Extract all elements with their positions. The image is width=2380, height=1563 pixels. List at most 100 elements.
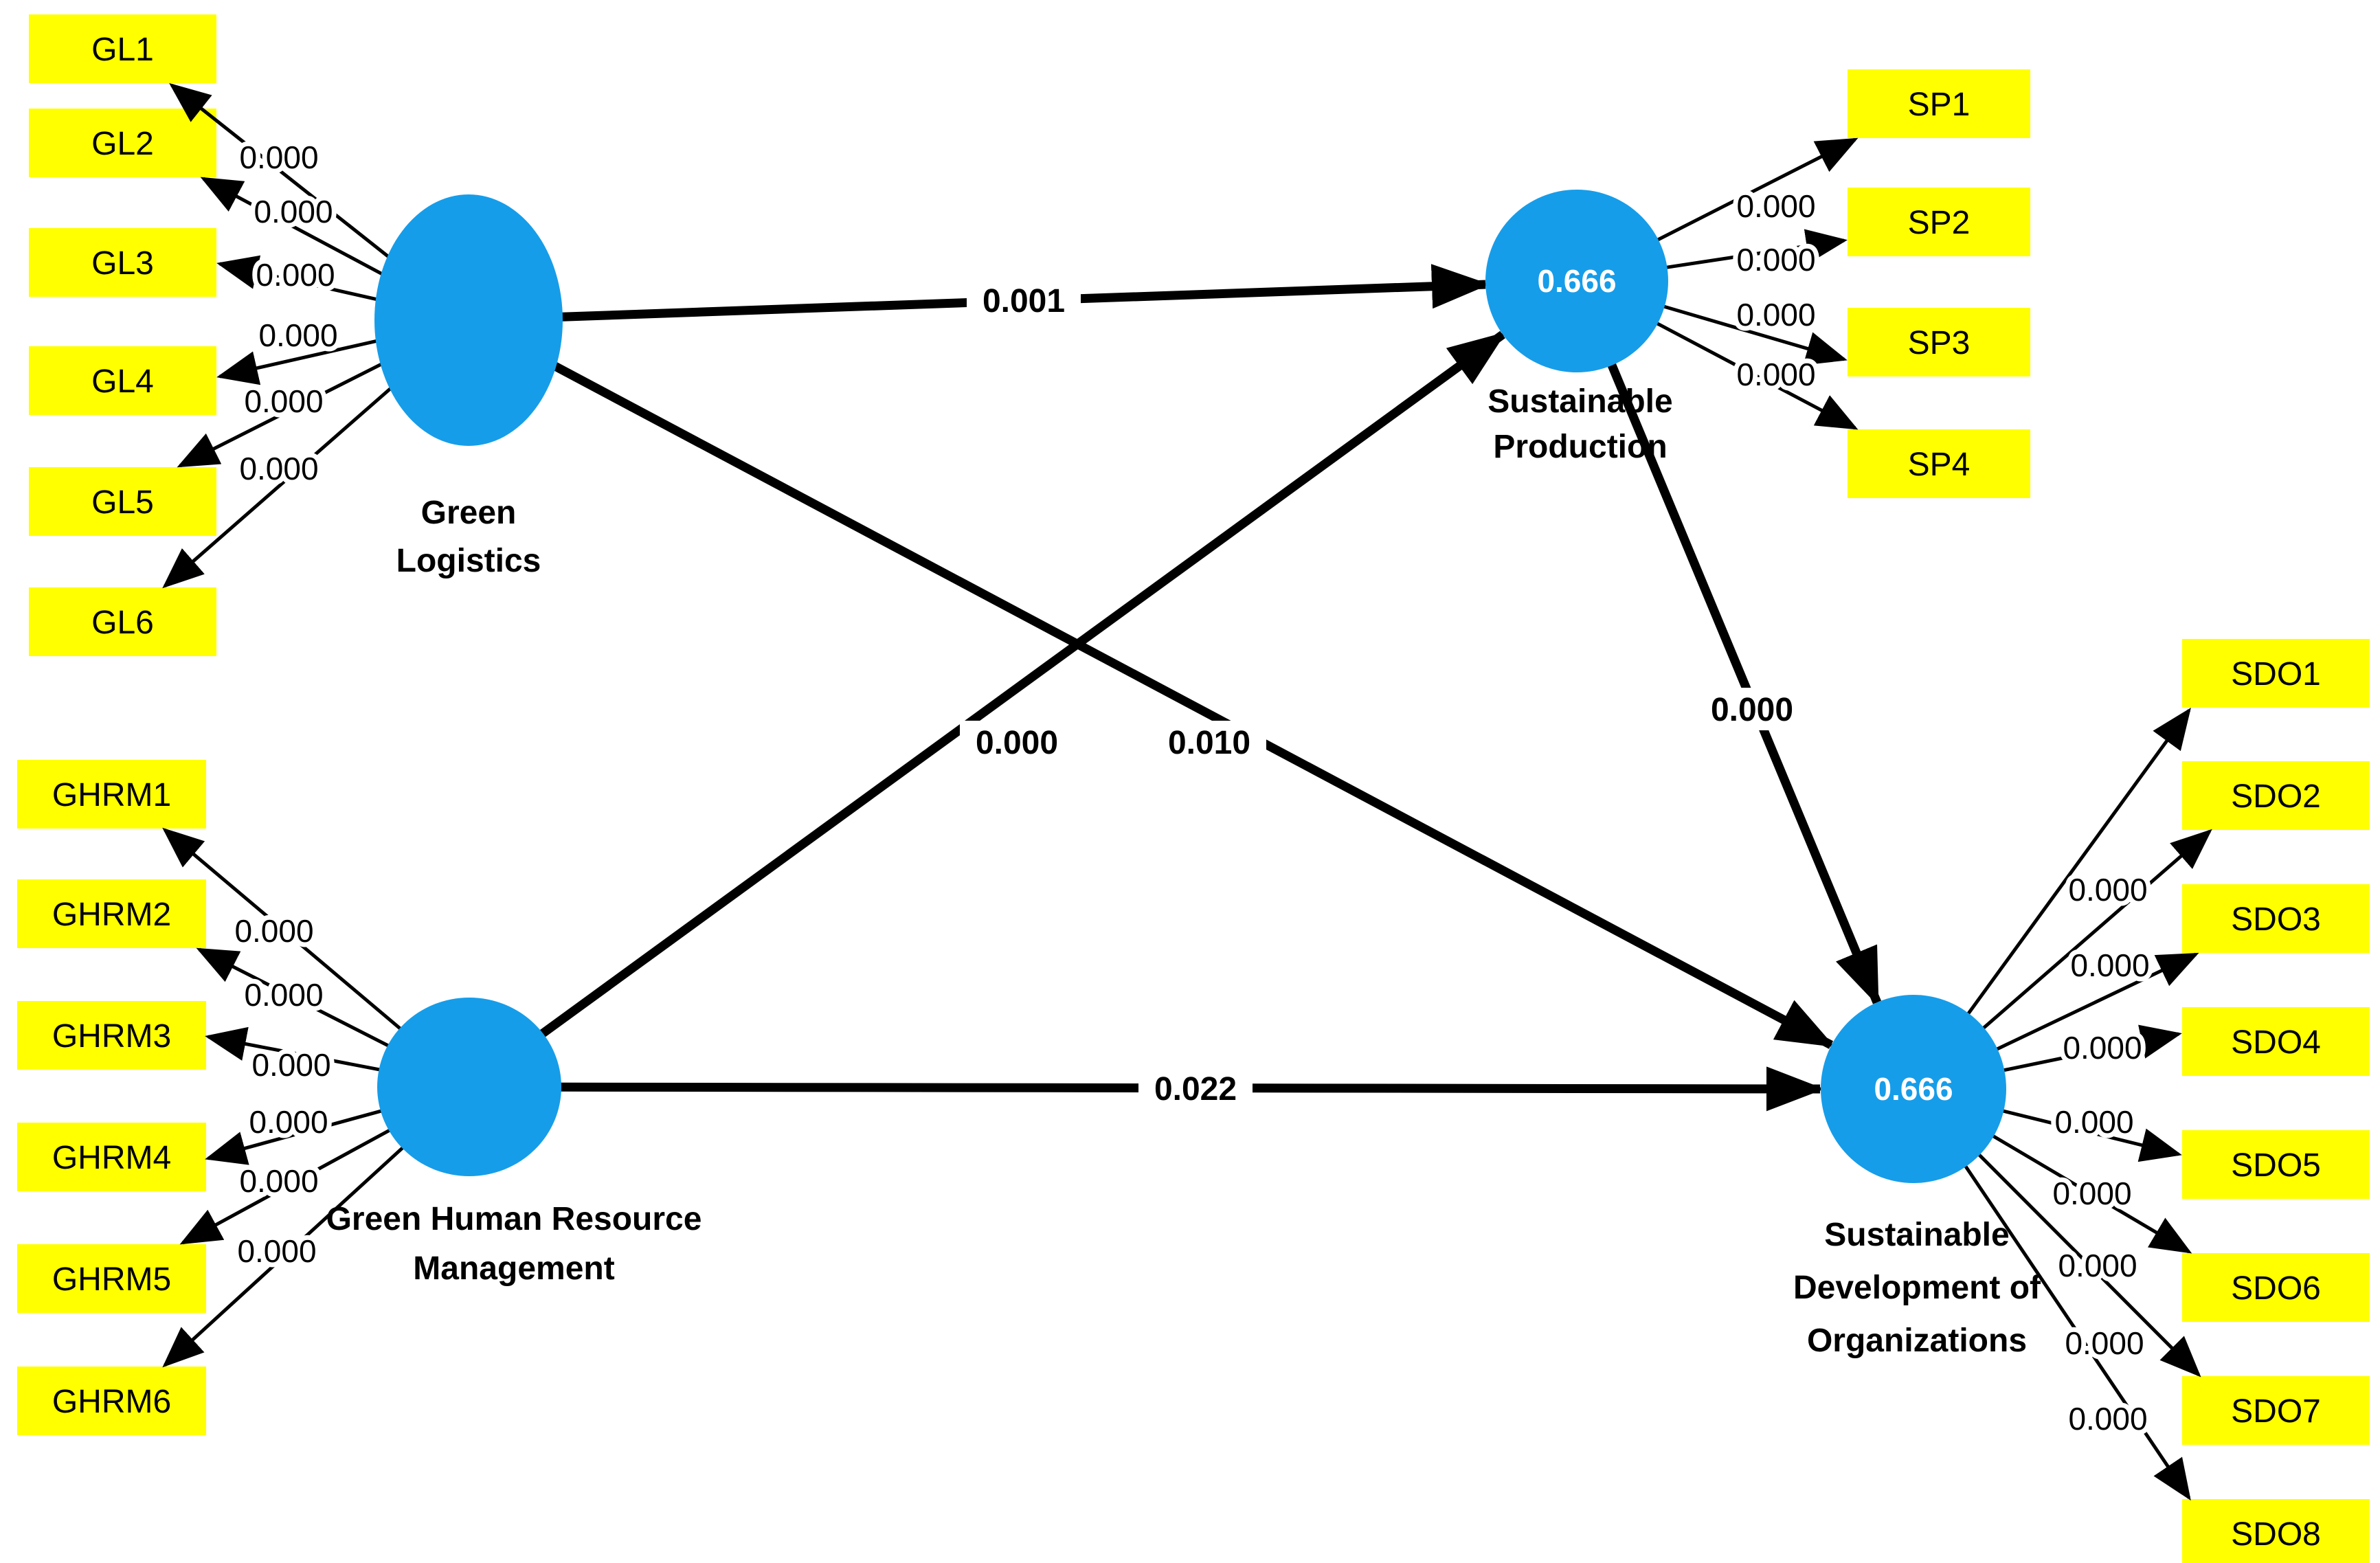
loading-value-SDO4: 0.000 — [2054, 1104, 2133, 1140]
indicator-label-SDO4: SDO4 — [2231, 1024, 2321, 1061]
indicator-box-SP4[interactable] — [1848, 429, 2030, 498]
indicator-label-GL4: GL4 — [91, 363, 154, 400]
path-coefficient-gl-sp: 0.001 — [983, 283, 1065, 319]
path-label-backing — [967, 279, 1081, 322]
indicator-label-SP1: SP1 — [1908, 87, 1971, 123]
loading-value-SDO2: 0.000 — [2070, 947, 2149, 983]
indicator-box-SDO8[interactable] — [2182, 1499, 2370, 1563]
path-arrow-sp-sdo — [1572, 279, 1882, 1007]
indicator-label-SP3: SP3 — [1908, 325, 1971, 361]
loading-value-GHRM1: 0.000 — [234, 913, 313, 949]
indicator-box-GL6[interactable] — [29, 587, 216, 656]
indicator-label-GHRM4: GHRM4 — [52, 1140, 171, 1176]
indicator-box-GHRM5[interactable] — [17, 1244, 206, 1313]
path-arrow-ghrm-sp — [467, 330, 1507, 1091]
latent-node-sdo[interactable] — [1821, 995, 2006, 1183]
indicator-label-GHRM5: GHRM5 — [52, 1261, 171, 1298]
indicator-box-SDO5[interactable] — [2182, 1130, 2370, 1199]
latent-name-sp-line1: Sustainable — [1488, 383, 1672, 420]
latent-name-gl-line1: Green — [421, 495, 517, 531]
indicator-label-GHRM3: GHRM3 — [52, 1018, 171, 1055]
indicator-box-GHRM6[interactable] — [17, 1367, 206, 1435]
loading-value-GHRM4: 0.000 — [249, 1104, 328, 1140]
indicator-box-SP1[interactable] — [1848, 69, 2030, 138]
latent-node-ghrm[interactable] — [377, 998, 561, 1176]
path-label-backing — [960, 721, 1074, 763]
indicator-box-SDO3[interactable] — [2182, 884, 2370, 953]
path-label-backing — [1138, 1067, 1253, 1110]
loading-value-SDO8: 0.000 — [2068, 1401, 2147, 1437]
label-layer: GL1GL2GL3GL4GL5GL6GHRM1GHRM2GHRM3GHRM4GH… — [52, 32, 2321, 1553]
indicator-box-GL1[interactable] — [29, 14, 216, 83]
loading-value-GL2: 0.000 — [254, 194, 333, 229]
loading-value-SP1: 0.000 — [1736, 188, 1815, 224]
loading-value-GHRM5: 0.000 — [239, 1163, 318, 1199]
indicator-box-GHRM2[interactable] — [17, 879, 206, 948]
indicator-box-GL5[interactable] — [29, 467, 216, 536]
arrow-layer — [162, 82, 2212, 1501]
indicator-label-GL1: GL1 — [91, 32, 154, 68]
loading-value-GL5: 0.000 — [244, 383, 323, 419]
indicator-label-SDO8: SDO8 — [2231, 1516, 2321, 1553]
loading-value-GHRM6: 0.000 — [237, 1233, 316, 1269]
latent-name-ghrm-line2: Management — [413, 1250, 614, 1287]
indicator-box-SDO6[interactable] — [2182, 1253, 2370, 1322]
indicator-label-SDO7: SDO7 — [2231, 1393, 2321, 1430]
loading-value-SDO6: 0.000 — [2058, 1248, 2137, 1283]
indicator-box-GL3[interactable] — [29, 228, 216, 297]
latent-rsquared-sdo: 0.666 — [1874, 1071, 1953, 1107]
path-label-backing — [1695, 688, 1809, 730]
indicator-label-GL5: GL5 — [91, 484, 154, 521]
indicator-label-SDO1: SDO1 — [2231, 656, 2321, 693]
indicator-box-GHRM3[interactable] — [17, 1001, 206, 1070]
loading-value-GHRM2: 0.000 — [244, 977, 323, 1013]
path-coefficient-sp-sdo: 0.000 — [1711, 692, 1793, 728]
latent-name-ghrm-line1: Green Human Resource — [326, 1201, 702, 1237]
indicator-label-SDO6: SDO6 — [2231, 1270, 2321, 1307]
latent-node-sp[interactable] — [1485, 190, 1668, 372]
latent-layer — [374, 190, 2006, 1183]
path-coefficient-ghrm-sp: 0.000 — [976, 725, 1058, 761]
loading-value-GL3: 0.000 — [256, 257, 335, 293]
indicator-label-GHRM1: GHRM1 — [52, 777, 171, 813]
indicator-box-SP3[interactable] — [1848, 308, 2030, 376]
latent-node-gl[interactable] — [374, 194, 563, 446]
loading-value-SDO1: 0.000 — [2068, 872, 2147, 908]
loading-value-SDO7: 0.000 — [2065, 1325, 2144, 1361]
indicator-label-SP4: SP4 — [1908, 447, 1971, 483]
indicator-label-GL2: GL2 — [91, 126, 154, 162]
indicator-label-SP2: SP2 — [1908, 205, 1971, 241]
path-coefficient-ghrm-sdo: 0.022 — [1154, 1071, 1237, 1107]
indicator-label-GL6: GL6 — [91, 605, 154, 641]
latent-name-gl-line2: Logistics — [396, 543, 541, 579]
loading-value-GL4: 0.000 — [258, 317, 337, 353]
indicator-box-GHRM1[interactable] — [17, 760, 206, 829]
indicator-box-SDO7[interactable] — [2182, 1376, 2370, 1445]
indicator-box-SDO1[interactable] — [2182, 639, 2370, 708]
indicator-label-GL3: GL3 — [91, 245, 154, 282]
indicator-label-SDO3: SDO3 — [2231, 901, 2321, 938]
indicator-label-GHRM2: GHRM2 — [52, 897, 171, 933]
latent-rsquared-sp: 0.666 — [1537, 263, 1616, 299]
loading-value-GL1: 0.000 — [239, 139, 318, 175]
indicator-box-SP2[interactable] — [1848, 188, 2030, 256]
latent-name-sdo-line3: Organizations — [1807, 1323, 2027, 1359]
latent-name-sdo-line2: Development of — [1793, 1270, 2041, 1306]
indicator-label-SDO2: SDO2 — [2231, 778, 2321, 815]
loading-value-SP3: 0.000 — [1736, 297, 1815, 333]
loading-value-SDO3: 0.000 — [2063, 1030, 2142, 1066]
latent-name-sdo-line1: Sustainable — [1824, 1217, 2009, 1253]
path-coefficient-gl-sdo: 0.010 — [1168, 725, 1250, 761]
indicator-box-GHRM4[interactable] — [17, 1123, 206, 1191]
indicator-box-SDO4[interactable] — [2182, 1007, 2370, 1076]
indicator-label-SDO5: SDO5 — [2231, 1147, 2321, 1184]
indicator-box-SDO2[interactable] — [2182, 761, 2370, 830]
loading-value-GHRM3: 0.000 — [251, 1047, 330, 1083]
latent-name-sp-line2: Production — [1493, 429, 1667, 465]
loading-value-SDO5: 0.000 — [2052, 1176, 2131, 1211]
path-arrow-gl-sdo — [466, 316, 1835, 1049]
loading-value-SP4: 0.000 — [1736, 357, 1815, 392]
indicator-box-GL4[interactable] — [29, 346, 216, 415]
